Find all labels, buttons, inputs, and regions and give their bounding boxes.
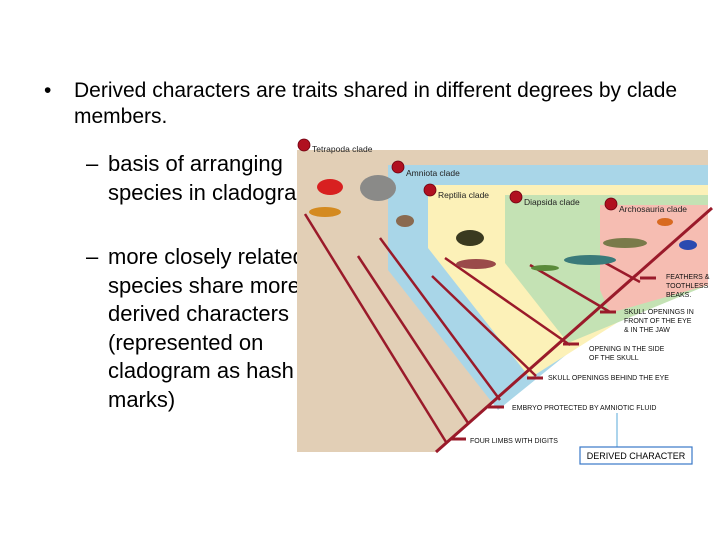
branch-4 [431,275,537,377]
crocodile-illustration-2 [603,238,647,248]
branch-3 [378,237,502,401]
label-diapsida-clade: Diapsida clade [524,197,580,207]
label-archosauria-clade: Archosauria clade [619,204,687,214]
node-reptilia [423,183,437,197]
frog-illustration [317,179,343,195]
char-feathers-line-2: TOOTHLESS [666,283,709,290]
sub-bullet-dash: – [86,244,99,269]
cladogram-trunk [435,206,713,454]
sub-bullet-2-text: more closely related species share more … [108,244,305,412]
bullet-dot: • [44,79,52,102]
node-diapsida [509,190,523,204]
crocodile-illustration [564,255,616,265]
branch-1 [303,213,448,443]
char-side-skull-line-2: OF THE SKULL [589,355,639,362]
rodent-illustration [396,215,414,227]
bird-illustration-2 [657,218,673,226]
bird-illustration [679,240,697,250]
label-reptilia-clade: Reptilia clade [438,190,489,200]
char-feathers-line-1: FEATHERS & [666,274,710,281]
turtle-illustration [456,230,484,246]
char-skull-behind-eye: SKULL OPENINGS BEHIND THE EYE [548,375,669,382]
node-amniota [391,160,405,174]
char-feathers-line-3: BEAKS. [666,292,691,299]
sub-bullet-1-text: basis of arranging species in cladogram [108,151,315,205]
lizard-illustration [531,265,559,271]
char-side-skull: OPENING IN THE SIDE OF THE SKULL [589,346,666,362]
label-tetrapoda-clade: Tetrapoda clade [312,144,373,154]
char-front-eye-line-3: & IN THE JAW [624,327,670,334]
derived-character-box [579,446,693,465]
clade-nodes [297,138,618,211]
cladogram-branches [303,213,641,443]
node-archosauria [604,197,618,211]
node-tetrapoda [297,138,311,152]
char-four-limbs: FOUR LIMBS WITH DIGITS [470,438,558,445]
char-amniotic-fluid: EMBRYO PROTECTED BY AMNIOTIC FLUID [512,405,656,412]
char-front-eye-line-2: FRONT OF THE EYE [624,318,692,325]
char-side-skull-line-1: OPENING IN THE SIDE [589,346,665,353]
salamander-illustration [309,207,341,217]
label-amniota-clade: Amniota clade [406,168,460,178]
hash-marks [450,276,656,441]
branch-2 [356,255,470,424]
char-feathers: FEATHERS & TOOTHLESS BEAKS. [666,274,711,299]
elephant-illustration [360,175,396,201]
char-front-eye: SKULL OPENINGS IN FRONT OF THE EYE & IN … [624,309,696,334]
derived-character-label: DERIVED CHARACTER [587,451,686,461]
branch-5 [444,256,571,347]
snake-illustration [456,259,496,269]
animal-illustrations [309,175,697,271]
sub-bullet-dash: – [86,151,99,176]
branch-6 [529,263,611,314]
char-front-eye-line-1: SKULL OPENINGS IN [624,309,694,316]
main-bullet-text: Derived characters are traits shared in … [74,79,678,128]
